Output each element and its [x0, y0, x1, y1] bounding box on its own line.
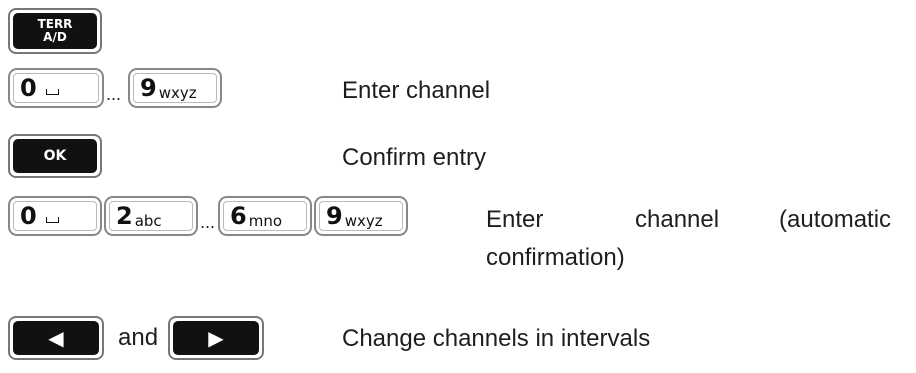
ok-key[interactable]: OK — [8, 134, 102, 178]
key-9-second[interactable]: 9 wxyz — [314, 196, 408, 236]
key-0-second[interactable]: 0 — [8, 196, 102, 236]
terr-ad-key[interactable]: TERR A/D — [8, 8, 102, 54]
auto-label-line2: confirmation) — [486, 244, 625, 271]
key-0-digit: 0 — [20, 74, 37, 102]
key-9-digit: 9 — [140, 74, 157, 102]
key-9-letters: wxyz — [158, 84, 197, 102]
key-6-digit: 6 — [230, 202, 247, 230]
key-9-second-digit: 9 — [326, 202, 343, 230]
left-arrow-key[interactable]: ◀ — [8, 316, 104, 360]
and-text: and — [118, 324, 159, 351]
confirm-entry-label: Confirm entry — [342, 144, 487, 171]
key-9-second-letters: wxyz — [344, 212, 383, 230]
terr-key-label-line1: TERR — [37, 17, 73, 31]
auto-label-word-channel: channel — [635, 206, 720, 233]
right-arrow-icon: ▶ — [208, 326, 224, 350]
key-6-letters: mno — [248, 212, 282, 230]
auto-label-word-automatic: (automatic — [779, 206, 892, 233]
ellipsis: ... — [106, 84, 122, 104]
key-0-second-digit: 0 — [20, 202, 37, 230]
enter-channel-label: Enter channel — [342, 77, 491, 104]
key-2[interactable]: 2 abc — [104, 196, 198, 236]
key-6[interactable]: 6 mno — [218, 196, 312, 236]
key-9[interactable]: 9 wxyz — [128, 68, 222, 108]
change-channels-label: Change channels in intervals — [342, 325, 651, 352]
key-2-letters: abc — [134, 212, 162, 230]
left-arrow-icon: ◀ — [48, 326, 64, 350]
ellipsis: ... — [200, 212, 216, 232]
ok-key-label: OK — [43, 148, 67, 164]
right-arrow-key[interactable]: ▶ — [168, 316, 264, 360]
space-symbol-icon — [45, 217, 59, 223]
key-2-digit: 2 — [116, 202, 133, 230]
auto-label-word-enter: Enter — [486, 206, 544, 233]
space-symbol-icon — [45, 89, 59, 95]
terr-key-label-line2: A/D — [43, 30, 67, 44]
key-0[interactable]: 0 — [8, 68, 104, 108]
